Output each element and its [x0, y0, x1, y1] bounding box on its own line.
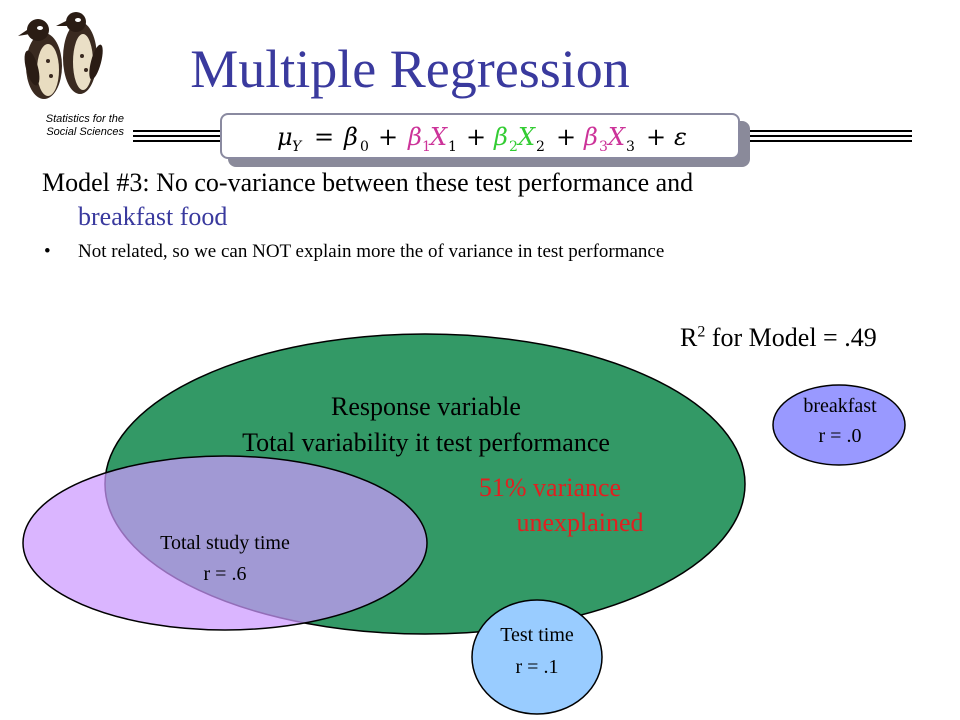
response-variable-subtitle: Total variability it test performance: [242, 428, 610, 457]
study-time-ellipse: [22, 455, 428, 631]
model-description-line1: Model #3: No co-variance between these t…: [42, 168, 694, 197]
eq-beta1: β: [407, 123, 422, 151]
penguins-logo: [18, 12, 103, 99]
eq-beta1-sub: 1: [422, 139, 431, 155]
header-rule-left-2: [133, 135, 228, 137]
eq-beta2-sub: 2: [509, 139, 518, 155]
model-description-line2: breakfast food: [78, 202, 228, 231]
header-rule-right-1: [748, 130, 912, 132]
test-time-circle: [471, 599, 603, 715]
header-rule-right-2: [748, 135, 912, 137]
logo-caption-line1: Statistics for the: [45, 113, 124, 125]
eq-equals: =: [314, 123, 334, 151]
eq-x1-sub: 1: [448, 139, 457, 155]
eq-x2: X: [516, 123, 536, 151]
breakfast-correlation: r = .0: [818, 425, 862, 447]
regression-equation: μ Y = β 0 + β 1 X 1 + β 2 X 2 + β 3 X 3 …: [277, 123, 687, 155]
eq-plus-4: +: [646, 123, 666, 151]
study-time-label: Total study time: [160, 532, 290, 554]
eq-epsilon: ε: [674, 123, 687, 151]
eq-plus-1: +: [378, 123, 398, 151]
eq-beta3-sub: 3: [599, 139, 608, 155]
study-time-correlation: r = .6: [203, 563, 247, 585]
eq-beta0: β: [343, 123, 358, 151]
eq-plus-2: +: [466, 123, 486, 151]
r2-prefix: R: [680, 323, 698, 352]
eq-plus-3: +: [556, 123, 576, 151]
logo-caption-line2: Social Sciences: [46, 126, 124, 138]
r2-superscript: 2: [697, 323, 706, 341]
r-squared-label: R2 for Model = .49: [680, 322, 877, 354]
breakfast-label: breakfast: [803, 395, 877, 417]
eq-beta0-sub: 0: [360, 139, 369, 155]
test-time-label: Test time: [500, 624, 574, 646]
eq-beta2: β: [493, 123, 508, 151]
eq-lhs-sub: Y: [292, 139, 303, 155]
equation-box: [220, 113, 740, 159]
slide-title: Multiple Regression: [190, 39, 630, 99]
breakfast-circle: [772, 384, 906, 466]
test-time-correlation: r = .1: [515, 656, 559, 678]
bullet-text: Not related, so we can NOT explain more …: [78, 241, 665, 262]
penguin-right-icon: [56, 12, 103, 94]
eq-x3: X: [606, 123, 626, 151]
header-rule-left-3: [133, 140, 228, 142]
header-rule-left-1: [133, 130, 228, 132]
bullet-marker: •: [44, 241, 51, 262]
r2-suffix: for Model = .49: [705, 323, 877, 352]
eq-beta3: β: [583, 123, 598, 151]
header-rule-right-3: [748, 140, 912, 142]
penguin-left-icon: [18, 19, 62, 99]
eq-lhs: μ: [277, 123, 293, 151]
eq-x3-sub: 3: [626, 139, 635, 155]
unexplained-variance-line2: unexplained: [516, 508, 644, 537]
unexplained-variance-line1: 51% variance: [478, 473, 622, 502]
eq-x1: X: [428, 123, 448, 151]
eq-x2-sub: 2: [536, 139, 545, 155]
response-variable-title: Response variable: [331, 392, 521, 421]
